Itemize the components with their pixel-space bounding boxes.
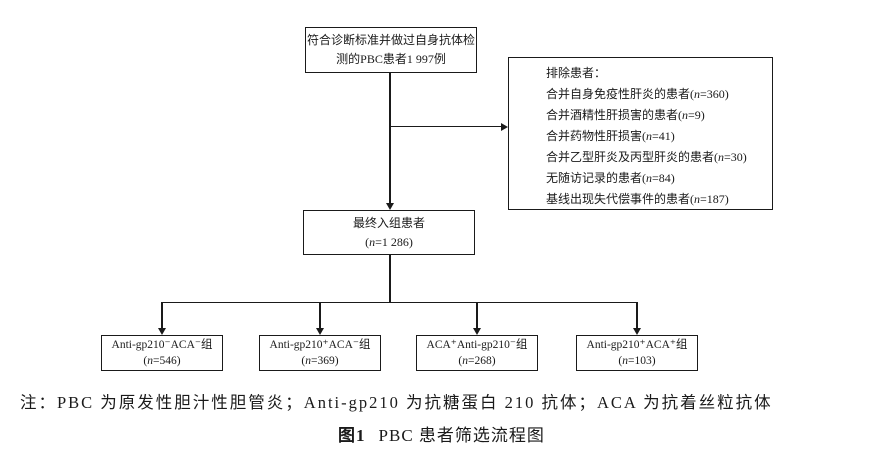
group-count: (n=546): [143, 354, 181, 367]
excluded-item: 合并酒精性肝损害的患者(n=9): [546, 108, 705, 122]
group-box-gp210neg-acaneg: Anti-gp210⁻ACA⁻组 (n=546): [101, 335, 223, 371]
diagnosed-patients-box: 符合诊断标准并做过自身抗体检 测的PBC患者1 997例: [305, 27, 477, 73]
group-name: ACA⁺Anti-gp210⁻组: [426, 339, 528, 351]
excluded-patients-box: 排除患者： 合并自身免疫性肝炎的患者(n=360) 合并酒精性肝损害的患者(n=…: [508, 57, 773, 210]
figure-note: 注：PBC 为原发性胆汁性胆管炎；Anti-gp210 为抗糖蛋白 210 抗体…: [20, 393, 773, 412]
arrow-right-icon: [501, 122, 508, 131]
excluded-patients-title: 排除患者：: [546, 66, 607, 80]
excluded-item: 合并自身免疫性肝炎的患者(n=360): [546, 87, 729, 101]
figure-caption: 图1 PBC 患者筛选流程图: [0, 421, 883, 446]
connector-enrolled-to-branch: [389, 255, 391, 302]
branch-horizontal-line: [162, 302, 638, 304]
connector-branch-to-group2: [319, 302, 321, 329]
connector-branch-to-group3: [476, 302, 478, 329]
figure-number: 图1: [338, 426, 366, 445]
group-count: (n=103): [618, 354, 656, 367]
group-box-acapos-gp210neg: ACA⁺Anti-gp210⁻组 (n=268): [416, 335, 538, 371]
final-enrolled-box: 最终入组患者 (n=1 286): [303, 210, 475, 255]
arrow-down-icon: [385, 203, 394, 210]
figure-title: PBC 患者筛选流程图: [378, 426, 545, 445]
group-name: Anti-gp210⁻ACA⁻组: [111, 339, 213, 351]
excluded-item: 无随访记录的患者(n=84): [546, 171, 675, 185]
connector-branch-to-group1: [161, 302, 163, 329]
arrow-down-icon: [157, 328, 166, 335]
arrow-down-icon: [315, 328, 324, 335]
final-enrolled-line1: 最终入组患者: [352, 216, 425, 230]
diagnosed-patients-line1: 符合诊断标准并做过自身抗体检: [306, 33, 475, 47]
group-name: Anti-gp210⁺ACA⁻组: [269, 339, 371, 351]
diagnosed-patients-line2: 测的PBC患者1 997例: [336, 52, 446, 66]
connector-top-to-enrolled: [389, 73, 391, 204]
group-count: (n=268): [458, 354, 496, 367]
group-box-gp210pos-acaneg: Anti-gp210⁺ACA⁻组 (n=369): [259, 335, 381, 371]
excluded-item: 合并乙型肝炎及丙型肝炎的患者(n=30): [546, 150, 747, 164]
group-name: Anti-gp210⁺ACA⁺组: [586, 339, 688, 351]
connector-branch-to-group4: [636, 302, 638, 329]
group-box-gp210pos-acapos: Anti-gp210⁺ACA⁺组 (n=103): [576, 335, 698, 371]
group-count: (n=369): [301, 354, 339, 367]
excluded-item: 基线出现失代偿事件的患者(n=187): [546, 192, 729, 206]
connector-to-exclusion: [390, 126, 501, 128]
final-enrolled-count: (n=1 286): [365, 235, 413, 249]
excluded-item: 合并药物性肝损害(n=41): [546, 129, 675, 143]
arrow-down-icon: [632, 328, 641, 335]
arrow-down-icon: [472, 328, 481, 335]
